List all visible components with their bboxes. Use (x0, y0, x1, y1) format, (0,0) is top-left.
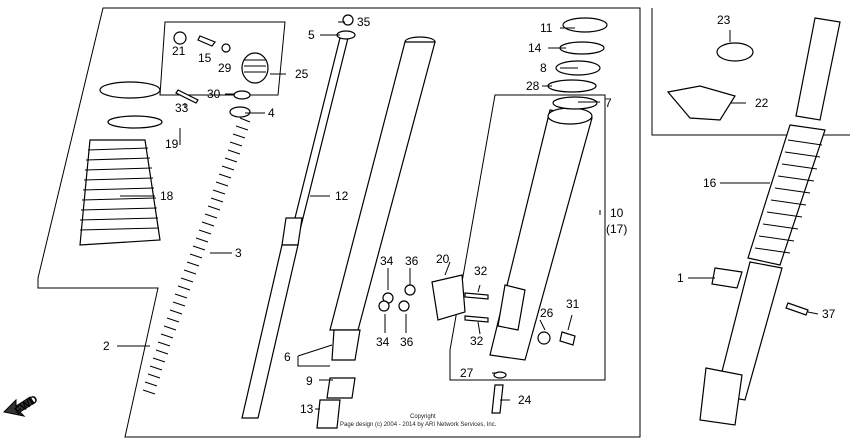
callout-3: 3 (235, 246, 242, 260)
callout-37: 37 (822, 307, 836, 321)
callout-16: 16 (703, 176, 717, 190)
callout-32-bottom: 32 (470, 334, 484, 348)
callout-26: 26 (540, 306, 554, 320)
bolt-33 (175, 89, 199, 104)
callout-32-top: 32 (474, 264, 488, 278)
nut-34b (378, 300, 390, 312)
callout-20: 20 (436, 252, 450, 266)
fwd-label: FWD (13, 393, 40, 417)
callout-11: 11 (540, 21, 553, 35)
callout-36-bottom: 36 (400, 335, 414, 349)
clamp-23 (716, 42, 754, 62)
callout-23: 23 (717, 13, 731, 27)
leader-lines (117, 21, 819, 410)
callout-29: 29 (218, 61, 232, 75)
callout-10-alt: (17) (606, 222, 627, 236)
group-box-25 (159, 21, 286, 96)
washer-36b (398, 300, 410, 312)
bearing-stack (547, 17, 608, 110)
callout-34-top: 34 (380, 254, 394, 268)
callout-7: 7 (605, 96, 612, 110)
fork-slider (489, 107, 593, 361)
callout-6: 6 (284, 350, 291, 364)
fwd-arrow (2, 396, 35, 417)
washer-36a (404, 284, 416, 296)
callout-8: 8 (540, 61, 547, 75)
callout-14: 14 (528, 41, 542, 55)
callout-21: 21 (172, 44, 186, 58)
bolt-24 (491, 384, 504, 414)
callout-18: 18 (160, 189, 174, 203)
washer-30 (233, 90, 251, 100)
main-frame-outline (37, 7, 641, 438)
callout-12: 12 (335, 189, 349, 203)
callout-10: 10 (610, 206, 624, 220)
nut-35 (342, 14, 354, 26)
callout-1: 1 (677, 271, 684, 285)
clamp-20 (431, 274, 466, 321)
bolt-31 (559, 331, 576, 346)
callout-25: 25 (295, 67, 309, 81)
washer-4 (229, 106, 251, 118)
guard-22 (666, 85, 736, 121)
stud-32a (464, 292, 489, 300)
callout-15: 15 (198, 51, 212, 65)
callout-22: 22 (755, 96, 769, 110)
callout-27: 27 (460, 366, 474, 380)
callout-5: 5 (308, 28, 315, 42)
callout-4: 4 (268, 106, 275, 120)
stud-32b (464, 315, 489, 323)
fork-spring (142, 117, 251, 395)
copyright-line2: Page design (c) 2004 - 2014 by ARI Netwo… (340, 422, 497, 428)
callout-33: 33 (175, 101, 189, 115)
fork-tube-center (316, 36, 436, 429)
callout-31: 31 (566, 297, 580, 311)
inset-frame (651, 8, 850, 136)
callout-9: 9 (306, 374, 313, 388)
assembled-fork (699, 17, 841, 426)
callout-28: 28 (526, 79, 540, 93)
copyright-line1: Copyright (410, 414, 436, 420)
callout-24: 24 (518, 393, 532, 407)
callout-13: 13 (300, 402, 314, 416)
nut-26 (537, 331, 551, 345)
callout-30: 30 (207, 87, 221, 101)
callout-19: 19 (165, 137, 179, 151)
boot-top (107, 115, 163, 129)
callout-35: 35 (357, 15, 371, 29)
small-parts-25 (173, 31, 269, 84)
callout-34-bottom: 34 (376, 335, 390, 349)
boot-clamp (99, 81, 161, 99)
callout-2: 2 (103, 339, 110, 353)
callout-36-top: 36 (405, 254, 419, 268)
dust-boot-left (79, 139, 161, 246)
